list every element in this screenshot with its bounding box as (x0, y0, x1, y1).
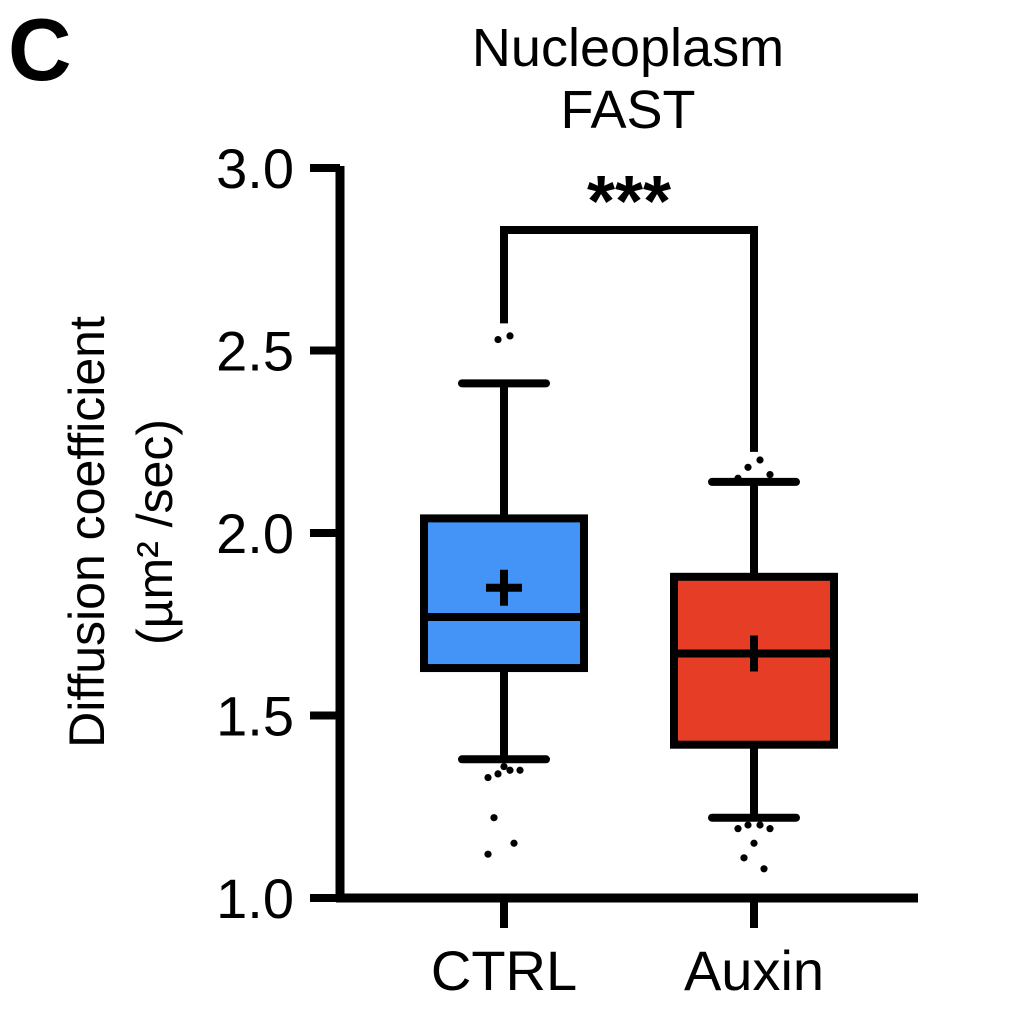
outlier-point (490, 814, 498, 822)
outlier-point (740, 854, 748, 862)
y-axis-label: Diffusion coefficient (59, 316, 115, 748)
y-tick-label: 1.5 (216, 685, 294, 748)
x-tick-label: Auxin (684, 939, 824, 1002)
y-tick-label: 1.0 (216, 867, 294, 930)
outlier-point (766, 471, 774, 479)
outlier-point (506, 332, 514, 340)
y-tick-label: 3.0 (216, 137, 294, 200)
panel-label: C (8, 0, 72, 99)
outlier-point (516, 766, 524, 774)
outlier-point (750, 839, 758, 847)
x-tick-label: CTRL (431, 939, 577, 1002)
y-tick-label: 2.5 (216, 320, 294, 383)
significance-label: *** (587, 162, 671, 242)
outlier-point (494, 335, 502, 344)
outlier-point (484, 850, 492, 858)
outlier-point (756, 821, 764, 829)
outlier-point (494, 770, 502, 778)
outlier-point (734, 825, 742, 833)
outlier-point (744, 463, 752, 471)
y-axis-unit-label: (µm² /sec) (127, 419, 183, 645)
chart-subtitle: FAST (560, 80, 695, 140)
outlier-point (734, 474, 742, 482)
significance-bracket (500, 226, 758, 452)
y-tick-label: 2.0 (216, 502, 294, 565)
outlier-point (484, 773, 492, 782)
outlier-point (744, 821, 752, 829)
outlier-point (510, 839, 518, 847)
outlier-point (506, 766, 514, 774)
outlier-point (760, 865, 768, 873)
outlier-point (756, 456, 764, 464)
chart-title: Nucleoplasm (472, 18, 784, 78)
outlier-point (500, 763, 508, 771)
outlier-point (766, 825, 774, 833)
